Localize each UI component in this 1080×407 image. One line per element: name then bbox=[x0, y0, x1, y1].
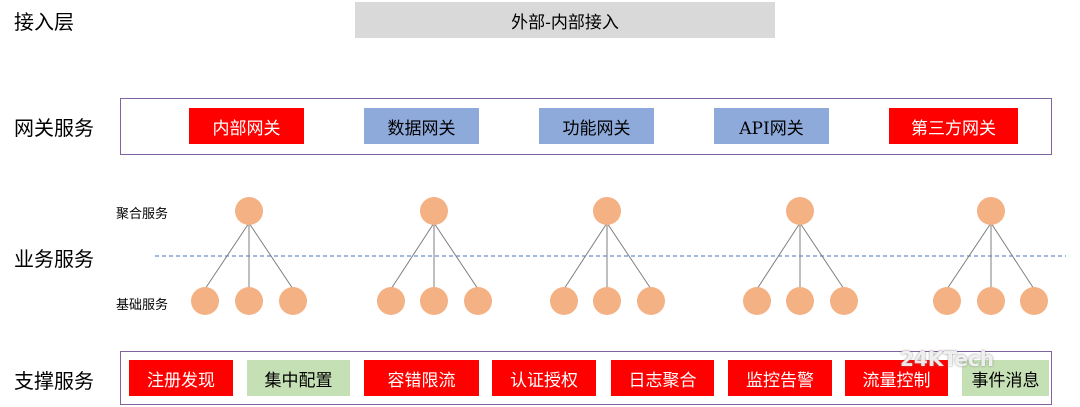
aggregate-service-node-3 bbox=[593, 197, 621, 225]
aggregate-service-label: 聚合服务 bbox=[116, 207, 169, 222]
gateway-function: 功能网关 bbox=[539, 108, 654, 144]
support-log-aggregation: 日志聚合 bbox=[611, 360, 714, 396]
base-service-node-5-3 bbox=[1020, 287, 1048, 315]
base-service-node-2-1 bbox=[377, 287, 405, 315]
base-service-node-4-3 bbox=[830, 287, 858, 315]
watermark-text: 24KTech bbox=[900, 347, 994, 371]
gateway-frame bbox=[120, 98, 1052, 155]
tree-1-link-1 bbox=[204, 222, 250, 290]
base-service-node-5-2 bbox=[977, 287, 1005, 315]
base-service-node-2-3 bbox=[464, 287, 492, 315]
base-service-node-4-2 bbox=[786, 287, 814, 315]
support-fault-tolerance: 容错限流 bbox=[364, 360, 479, 396]
base-service-node-3-1 bbox=[550, 287, 578, 315]
base-service-node-2-2 bbox=[420, 287, 448, 315]
gateway-data: 数据网关 bbox=[364, 108, 479, 144]
aggregate-service-node-4 bbox=[786, 197, 814, 225]
support-frame bbox=[120, 351, 1052, 405]
aggregate-service-node-1 bbox=[235, 197, 263, 225]
tree-3-link-1 bbox=[563, 222, 608, 290]
base-service-node-1-1 bbox=[191, 287, 219, 315]
support-monitoring-alert: 监控告警 bbox=[728, 360, 832, 396]
support-registry-discovery: 注册发现 bbox=[129, 360, 233, 396]
tree-2-link-1 bbox=[390, 222, 435, 290]
base-service-node-3-3 bbox=[637, 287, 665, 315]
support-central-config: 集中配置 bbox=[247, 360, 350, 396]
base-service-label: 基础服务 bbox=[116, 298, 169, 313]
support-layer-title: 支撑服务 bbox=[14, 369, 94, 393]
base-service-node-4-1 bbox=[743, 287, 771, 315]
aggregate-service-node-2 bbox=[420, 197, 448, 225]
base-service-node-3-2 bbox=[593, 287, 621, 315]
aggregate-service-node-5 bbox=[977, 197, 1005, 225]
base-service-node-5-1 bbox=[933, 287, 961, 315]
gateway-third-party: 第三方网关 bbox=[889, 108, 1018, 144]
gateway-internal: 内部网关 bbox=[189, 108, 304, 144]
tree-2-link-3 bbox=[433, 222, 479, 290]
base-service-node-1-2 bbox=[235, 287, 263, 315]
support-traffic-control: 流量控制 bbox=[845, 360, 948, 396]
support-auth: 认证授权 bbox=[492, 360, 596, 396]
gateway-api: API网关 bbox=[714, 108, 829, 144]
tree-5-link-1 bbox=[946, 222, 992, 290]
gateway-layer-title: 网关服务 bbox=[14, 116, 94, 140]
base-service-node-1-3 bbox=[279, 287, 307, 315]
tree-3-link-3 bbox=[606, 222, 652, 290]
external-internal-access-bar: 外部-内部接入 bbox=[355, 2, 775, 38]
tree-5-link-3 bbox=[990, 222, 1035, 290]
tree-4-link-3 bbox=[799, 222, 845, 290]
tree-4-link-1 bbox=[756, 222, 801, 290]
support-event-message: 事件消息 bbox=[962, 360, 1049, 396]
tree-1-link-3 bbox=[248, 222, 294, 290]
business-layer-title: 业务服务 bbox=[14, 247, 94, 271]
access-layer-title: 接入层 bbox=[14, 10, 74, 34]
